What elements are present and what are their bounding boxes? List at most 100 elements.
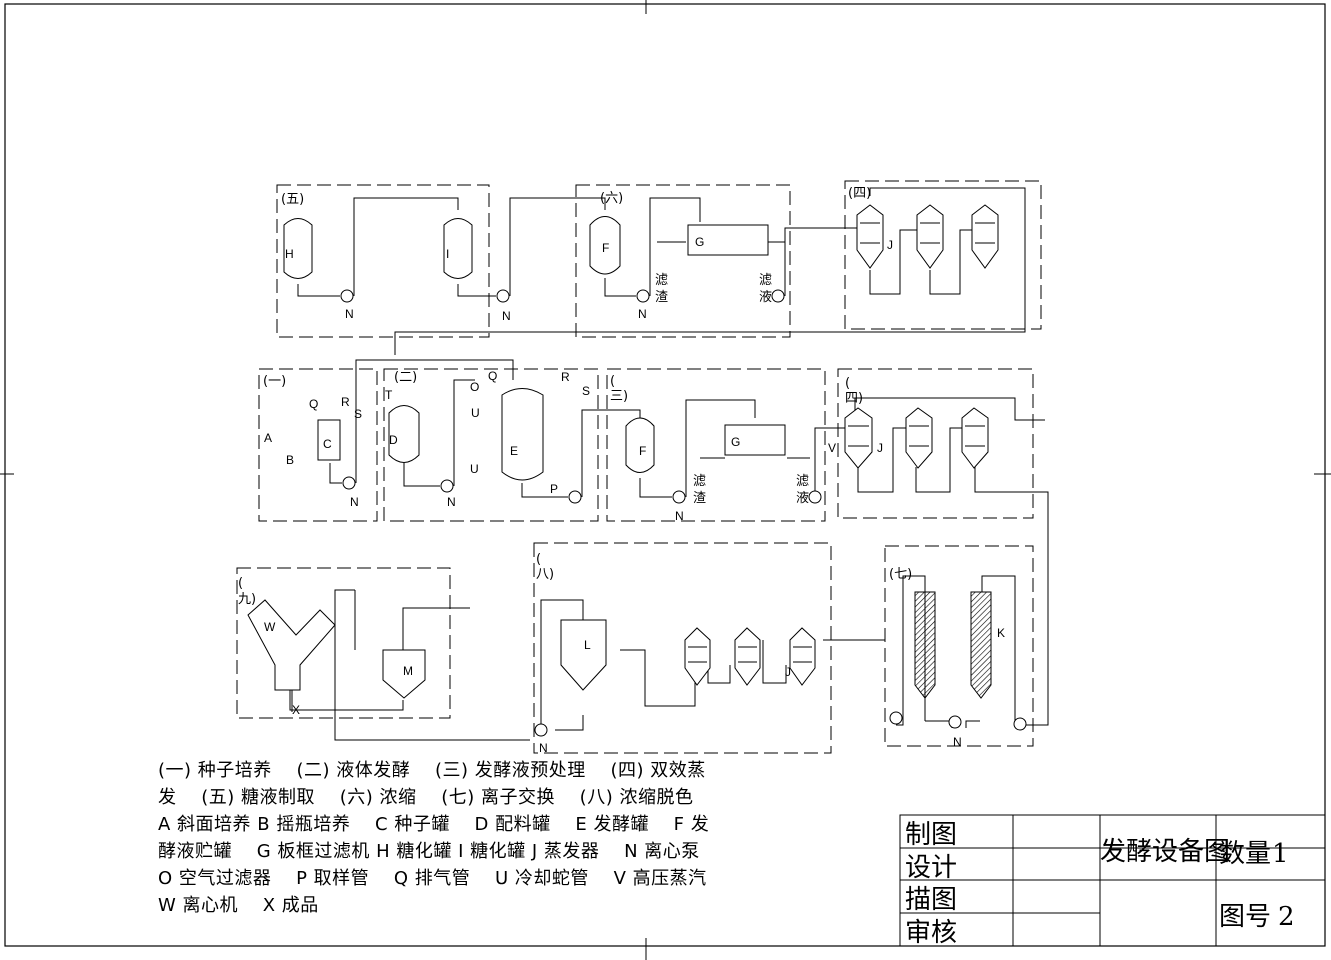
label-c: C	[323, 437, 332, 451]
svg-text:渣: 渣	[693, 491, 706, 506]
broth-storage-tank-f1	[589, 216, 621, 275]
section-label-3a: (	[610, 374, 615, 389]
label-s2: S	[582, 384, 590, 398]
svg-text:滤: 滤	[655, 273, 668, 288]
section-label-4b1: (	[845, 376, 850, 391]
label-n7: N	[539, 741, 548, 755]
frame-section-5	[276, 184, 490, 338]
label-n5: N	[447, 495, 456, 509]
seed-tank-c	[317, 419, 341, 461]
drawing-no-value: 2	[1278, 902, 1295, 932]
frame-section-4b	[837, 368, 1034, 519]
label-n6: N	[675, 509, 684, 523]
label-m: M	[403, 664, 413, 678]
label-n3: N	[638, 307, 647, 321]
row-designed: 设计	[905, 853, 957, 883]
section-label-8a: (	[536, 552, 541, 567]
label-j1: J	[887, 238, 893, 252]
label-u2: U	[470, 462, 479, 476]
legend-line: 酵液贮罐 G 板框过滤机 H 糖化罐 I 糖化罐 J 蒸发器 N 离心泵	[158, 841, 700, 862]
quantity-label: 数量	[1219, 839, 1271, 869]
drawing-border	[4, 3, 1326, 947]
frame-section-4a	[844, 180, 1042, 330]
pipes	[289, 187, 1049, 741]
fermenter-e	[501, 388, 544, 481]
label-e: E	[510, 444, 518, 458]
section-label-7: (七)	[889, 567, 912, 582]
svg-text:渣: 渣	[655, 290, 668, 305]
filter-output-labels: 滤 渣 滤 液 滤 渣 滤 液	[655, 273, 809, 506]
section-label-5: (五)	[281, 192, 304, 207]
frame-section-9	[236, 567, 451, 719]
label-i: I	[446, 247, 449, 261]
label-n1: N	[345, 307, 354, 321]
label-f2: F	[639, 444, 646, 458]
label-n2: N	[502, 309, 511, 323]
section-label-9a: (	[238, 576, 243, 591]
row-drawn: 制图	[905, 820, 957, 850]
section-frames	[236, 180, 1042, 754]
label-r1: R	[341, 395, 350, 409]
legend: (一) 种子培养 (二) 液体发酵 (三) 发酵液预处理 (四) 双效蒸 发 (…	[158, 757, 838, 919]
ion-exchange-column-1	[914, 591, 936, 699]
plate-frame-filter-g2	[724, 424, 786, 456]
label-g2: G	[731, 435, 740, 449]
label-d: D	[389, 433, 398, 447]
ion-exchange-column-2	[970, 591, 992, 699]
broth-storage-tank-f2	[625, 417, 655, 473]
title-block-frame	[899, 814, 1326, 947]
section-label-9b: 九)	[238, 592, 256, 607]
label-g1: G	[695, 235, 704, 249]
label-f1: F	[602, 241, 609, 255]
equipment-labels: A B C D E F F G G H I J J J K L M N N N …	[264, 235, 1005, 755]
drawing-no-label: 图号	[1219, 902, 1271, 932]
label-q1: Q	[309, 397, 318, 411]
legend-line: W 离心机 X 成品	[158, 895, 319, 916]
label-a: A	[264, 431, 272, 445]
svg-text:滤: 滤	[759, 273, 772, 288]
label-h: H	[285, 247, 294, 261]
quantity-value: 1	[1272, 839, 1289, 869]
batching-tank-d	[388, 405, 420, 463]
plate-frame-filter-g1	[687, 224, 769, 256]
centrifugal-pumps	[340, 289, 1027, 737]
label-o: O	[470, 380, 479, 394]
section-label-1: (一)	[263, 374, 286, 389]
svg-text:滤: 滤	[693, 474, 706, 489]
label-t: T	[385, 388, 393, 402]
title-block-text: 制图 设计 描图 审核 发酵设备图 数量 1 图号 2	[905, 820, 1295, 948]
drawing-title: 发酵设备图	[1100, 837, 1230, 867]
frame-section-7	[884, 545, 1034, 747]
section-label-4b2: 四)	[845, 391, 863, 406]
saccharification-tank-i	[443, 218, 473, 279]
label-n8: N	[953, 735, 962, 749]
section-labels: (五) (六) (四) (一) (二) ( 三) ( 四) (七) ( 八) (…	[238, 186, 912, 607]
centrifuge-w	[247, 599, 336, 691]
frame-section-6	[575, 184, 791, 338]
saccharification-tank-h	[283, 218, 313, 279]
label-p: P	[550, 482, 558, 496]
label-b: B	[286, 453, 294, 467]
label-q2: Q	[488, 369, 497, 383]
label-j3: J	[785, 665, 791, 679]
frame-section-3	[606, 368, 826, 522]
section-label-2: (二)	[394, 370, 417, 385]
legend-line: 发 (五) 糖液制取 (六) 浓缩 (七) 离子交换 (八) 浓缩脱色	[158, 787, 694, 808]
svg-text:滤: 滤	[796, 474, 809, 489]
frame-section-8	[533, 542, 832, 754]
svg-text:液: 液	[796, 491, 809, 506]
label-w: W	[264, 620, 276, 634]
section-label-8b: 八)	[536, 567, 554, 582]
decolor-tank-l	[560, 619, 607, 691]
label-l: L	[584, 638, 591, 652]
frame-section-1	[258, 368, 378, 522]
evaporator-tubes	[688, 222, 995, 663]
vessels	[247, 216, 786, 699]
row-checked: 审核	[905, 918, 957, 948]
evaporators	[684, 204, 999, 686]
section-label-4a: (四)	[848, 186, 871, 201]
label-s1: S	[354, 407, 362, 421]
section-label-3b: 三)	[610, 389, 628, 404]
legend-line: O 空气过滤器 P 取样管 Q 排气管 U 冷却蛇管 V 高压蒸汽	[158, 868, 707, 889]
